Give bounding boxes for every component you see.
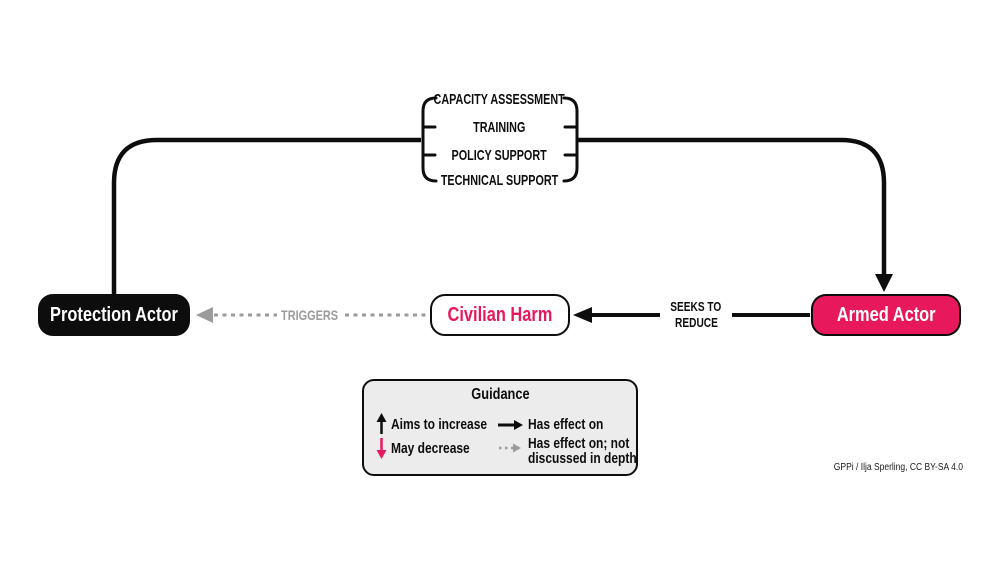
intervention-capacity-assessment: CAPACITY ASSESSMENT (433, 90, 566, 108)
guidance-legend: Guidance Aims to increase May decrease H… (362, 379, 638, 476)
loop-arrowhead-icon (875, 274, 893, 292)
triggers-edge-label: TRIGGERS (281, 307, 339, 323)
intervention-training: TRAINING (473, 118, 526, 136)
dashed-arrow-icon (499, 443, 521, 453)
armed-actor-label: Armed Actor (836, 303, 936, 326)
bracket-right (562, 96, 579, 183)
solid-arrow-icon (498, 420, 523, 430)
civilian-harm-node: Civilian Harm (430, 294, 570, 336)
seeks-arrowhead-icon (573, 307, 592, 323)
legend-item-may-decrease: May decrease (391, 439, 470, 457)
intervention-policy-support: POLICY SUPPORT (451, 146, 548, 164)
protection-actor-node: Protection Actor (38, 294, 190, 336)
protection-actor-label: Protection Actor (50, 303, 178, 326)
armed-actor-node: Armed Actor (811, 294, 961, 336)
seeks-to-reduce-edge-label: SEEKS TO REDUCE (670, 299, 722, 330)
attribution-credit: GPPi / Ilja Sperling, CC BY-SA 4.0 (833, 461, 963, 473)
legend-item-not-discussed: Has effect on; not discussed in depth (528, 435, 637, 467)
bracket-left (421, 96, 438, 183)
loop-line-left (111, 137, 421, 295)
triggers-arrowhead-icon (196, 307, 213, 323)
legend-title: Guidance (470, 386, 530, 403)
legend-item-has-effect-on: Has effect on (528, 415, 604, 433)
loop-line-right (578, 137, 887, 276)
legend-item-aims-to-increase: Aims to increase (391, 415, 488, 433)
civilian-harm-label: Civilian Harm (447, 303, 553, 326)
down-arrow-icon (376, 438, 387, 459)
up-arrow-icon (376, 413, 387, 434)
intervention-technical-support: TECHNICAL SUPPORT (440, 171, 559, 189)
